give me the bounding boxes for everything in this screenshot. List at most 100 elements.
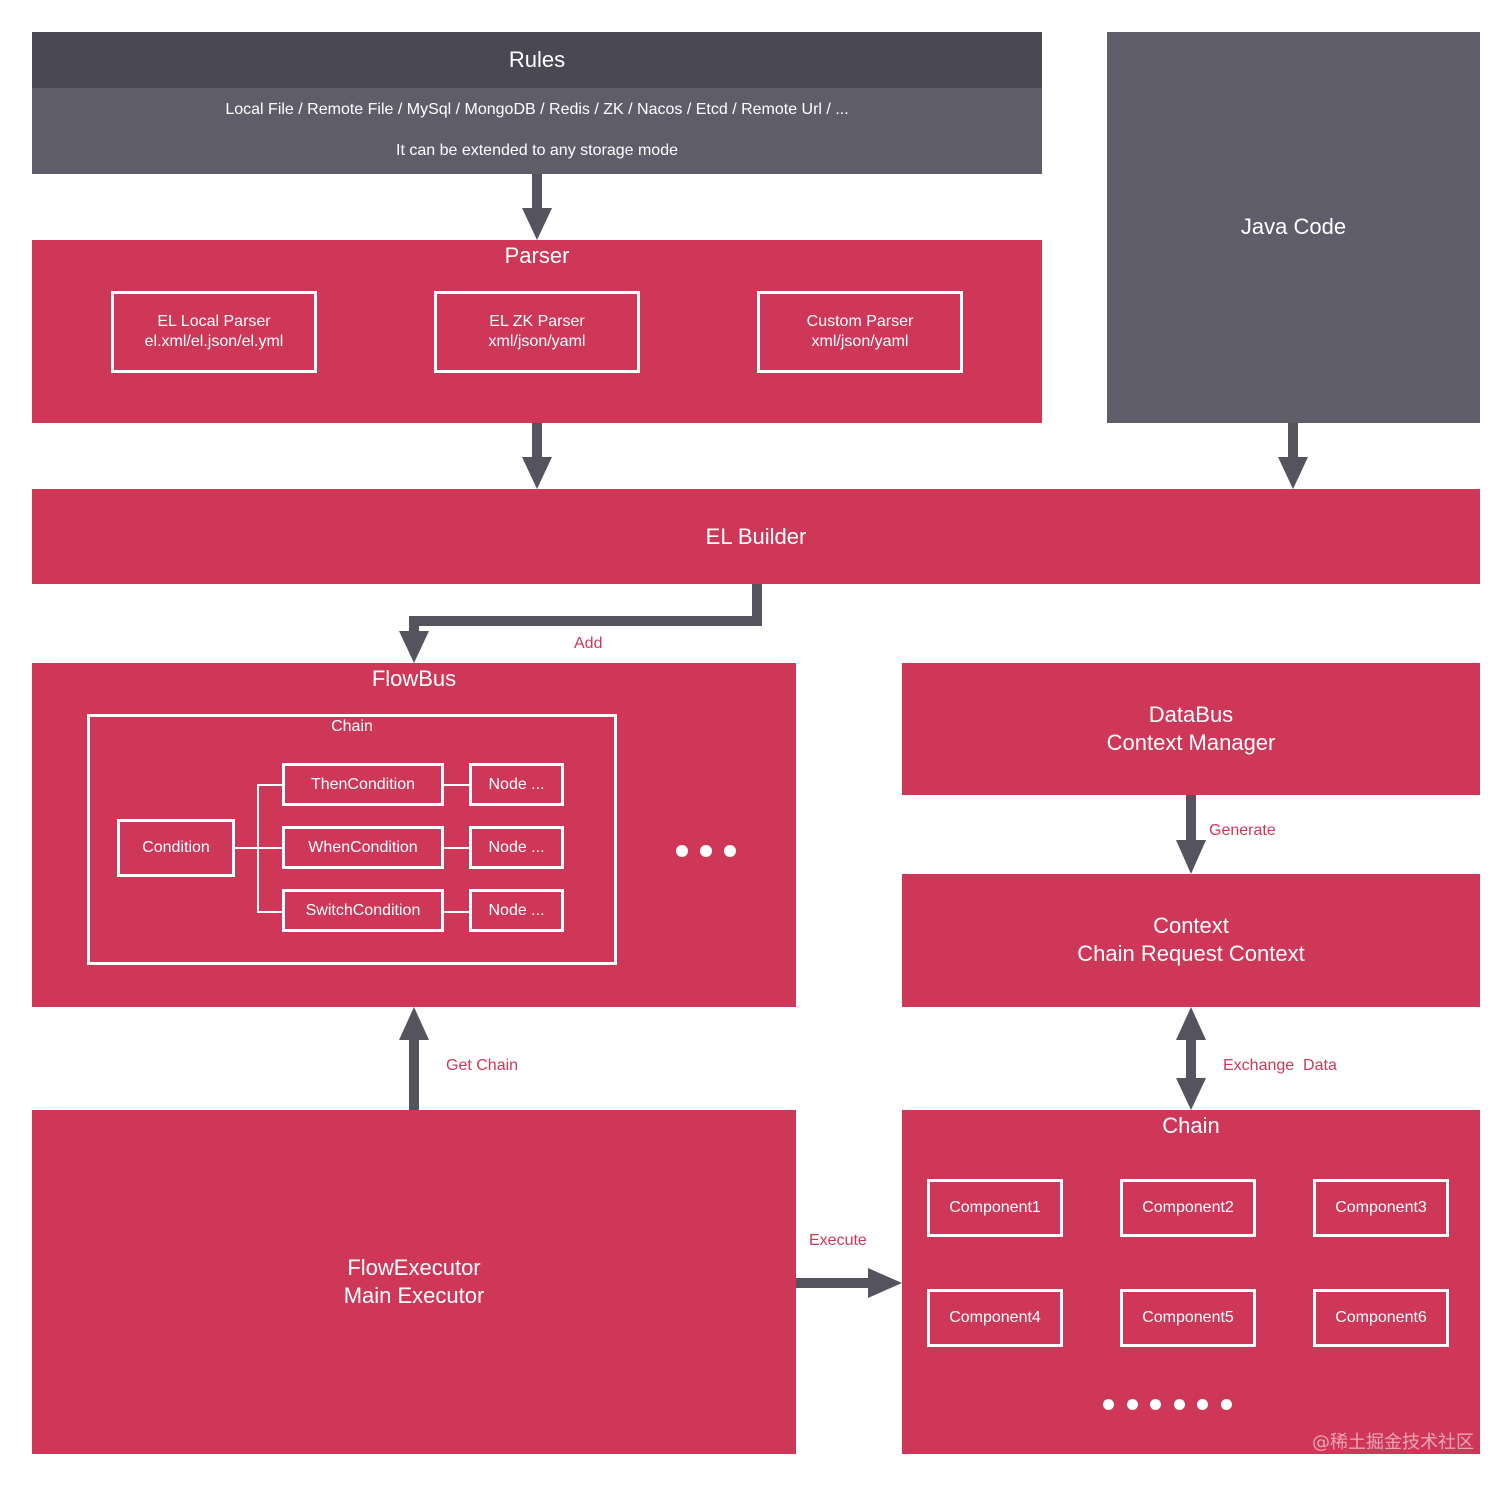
el-zk-parser-name: EL ZK Parser bbox=[489, 313, 585, 330]
arrow-add-horizontal bbox=[409, 616, 762, 626]
parser-title: Parser bbox=[504, 243, 570, 268]
component-label-6: Component6 bbox=[1335, 1309, 1427, 1326]
arrow-exchange-up-head bbox=[1176, 1007, 1206, 1040]
then-condition-box: ThenCondition bbox=[282, 763, 444, 806]
flowbus-panel bbox=[32, 663, 796, 1007]
arrow-rules-to-parser bbox=[532, 174, 542, 212]
flowbus-ellipsis-dot bbox=[724, 845, 736, 857]
connector-then bbox=[257, 784, 282, 786]
switch-condition-label: SwitchCondition bbox=[305, 901, 421, 919]
add-label: Add bbox=[574, 635, 603, 652]
flow-executor-panel bbox=[32, 1110, 796, 1454]
node-label-3: Node ... bbox=[488, 901, 545, 919]
component-label-1: Component1 bbox=[949, 1199, 1041, 1216]
component-label-2: Component2 bbox=[1142, 1199, 1234, 1216]
connector-when-node bbox=[444, 847, 469, 849]
flow-executor-title: FlowExecutor bbox=[347, 1255, 481, 1280]
flowbus-title: FlowBus bbox=[371, 666, 457, 691]
custom-parser-formats: xml/json/yaml bbox=[811, 333, 909, 350]
custom-parser-box: Custom Parser xml/json/yaml bbox=[757, 291, 963, 373]
connector-then-node bbox=[444, 784, 469, 786]
arrow-get-chain-head bbox=[399, 1007, 429, 1040]
chain-ellipsis-dot bbox=[1197, 1399, 1208, 1410]
component-box-6: Component6 bbox=[1313, 1289, 1449, 1347]
when-condition-label: WhenCondition bbox=[308, 838, 418, 856]
custom-parser-name: Custom Parser bbox=[806, 313, 914, 330]
el-local-parser-formats: el.xml/el.json/el.yml bbox=[144, 333, 284, 350]
connector-switch bbox=[257, 911, 282, 913]
chain-ellipsis-dot bbox=[1174, 1399, 1185, 1410]
component-box-1: Component1 bbox=[927, 1179, 1063, 1237]
component-box-5: Component5 bbox=[1120, 1289, 1256, 1347]
arrow-add-drop bbox=[409, 616, 419, 635]
arrow-get-chain bbox=[409, 1036, 419, 1110]
arrow-add-head bbox=[399, 631, 429, 663]
component-box-2: Component2 bbox=[1120, 1179, 1256, 1237]
el-builder-panel bbox=[32, 489, 1480, 584]
execute-label: Execute bbox=[809, 1232, 867, 1249]
databus-subtitle: Context Manager bbox=[1106, 730, 1276, 755]
java-code-panel bbox=[1107, 32, 1480, 423]
component-label-4: Component4 bbox=[949, 1309, 1041, 1326]
component-label-3: Component3 bbox=[1335, 1199, 1427, 1216]
rules-panel bbox=[32, 88, 1042, 174]
connector-when bbox=[257, 847, 282, 849]
condition-label: Condition bbox=[142, 839, 210, 856]
generate-label: Generate bbox=[1209, 822, 1276, 839]
chain-ellipsis-dot bbox=[1221, 1399, 1232, 1410]
context-title: Context bbox=[1153, 913, 1229, 938]
get-chain-label: Get Chain bbox=[446, 1057, 519, 1074]
chain-ellipsis-dot bbox=[1150, 1399, 1161, 1410]
el-local-parser-box: EL Local Parser el.xml/el.json/el.yml bbox=[111, 291, 317, 373]
chain-ellipsis-dot bbox=[1103, 1399, 1114, 1410]
rules-sources: Local File / Remote File / MySql / Mongo… bbox=[225, 101, 849, 118]
then-condition-label: ThenCondition bbox=[310, 775, 416, 793]
rules-note: It can be extended to any storage mode bbox=[396, 142, 678, 159]
databus-panel bbox=[902, 663, 1480, 795]
arrow-add-vertical bbox=[752, 584, 762, 626]
component-box-3: Component3 bbox=[1313, 1179, 1449, 1237]
context-subtitle: Chain Request Context bbox=[1077, 941, 1305, 966]
flowbus-ellipsis-dot bbox=[700, 845, 712, 857]
parser-panel bbox=[32, 240, 1042, 423]
component-box-4: Component4 bbox=[927, 1289, 1063, 1347]
flow-executor-subtitle: Main Executor bbox=[343, 1283, 485, 1308]
arrow-generate bbox=[1186, 795, 1196, 843]
flowbus-chain-frame bbox=[87, 714, 617, 965]
node-box-3: Node ... bbox=[469, 889, 564, 932]
node-box-1: Node ... bbox=[469, 763, 564, 806]
arrow-parser-to-builder bbox=[532, 423, 542, 461]
java-code-title: Java Code bbox=[1240, 214, 1347, 239]
el-builder-title: EL Builder bbox=[705, 524, 807, 549]
node-label-1: Node ... bbox=[488, 775, 545, 793]
watermark: @稀土掘金技术社区 bbox=[1312, 1432, 1474, 1453]
el-zk-parser-box: EL ZK Parser xml/json/yaml bbox=[434, 291, 640, 373]
flowbus-chain-label: Chain bbox=[331, 718, 373, 735]
chain-ellipsis-dot bbox=[1127, 1399, 1138, 1410]
el-local-parser-name: EL Local Parser bbox=[157, 313, 271, 330]
switch-condition-box: SwitchCondition bbox=[282, 889, 444, 932]
rules-title: Rules bbox=[508, 47, 566, 72]
node-box-2: Node ... bbox=[469, 826, 564, 869]
arrow-execute-head bbox=[868, 1268, 902, 1298]
rules-header bbox=[32, 32, 1042, 88]
databus-title: DataBus bbox=[1148, 702, 1234, 727]
flowbus-ellipsis-dot bbox=[676, 845, 688, 857]
node-label-2: Node ... bbox=[488, 838, 545, 856]
arrow-java-to-builder-head bbox=[1278, 457, 1308, 489]
arrow-execute bbox=[796, 1278, 872, 1288]
arrow-parser-to-builder-head bbox=[522, 457, 552, 489]
connector-switch-node bbox=[444, 911, 469, 913]
component-label-5: Component5 bbox=[1142, 1309, 1234, 1326]
chain-title: Chain bbox=[1162, 1113, 1220, 1138]
el-zk-parser-formats: xml/json/yaml bbox=[488, 333, 586, 350]
arrow-generate-head bbox=[1176, 840, 1206, 874]
arrow-exchange-down-head bbox=[1176, 1078, 1206, 1110]
arrow-java-to-builder bbox=[1288, 423, 1298, 461]
context-panel bbox=[902, 874, 1480, 1007]
connector-condition-to-bus bbox=[235, 847, 258, 849]
chain-panel bbox=[902, 1110, 1480, 1454]
arrow-exchange bbox=[1186, 1036, 1196, 1082]
arrow-rules-to-parser-head bbox=[522, 208, 552, 240]
exchange-data-label: Exchange Data bbox=[1223, 1057, 1337, 1074]
